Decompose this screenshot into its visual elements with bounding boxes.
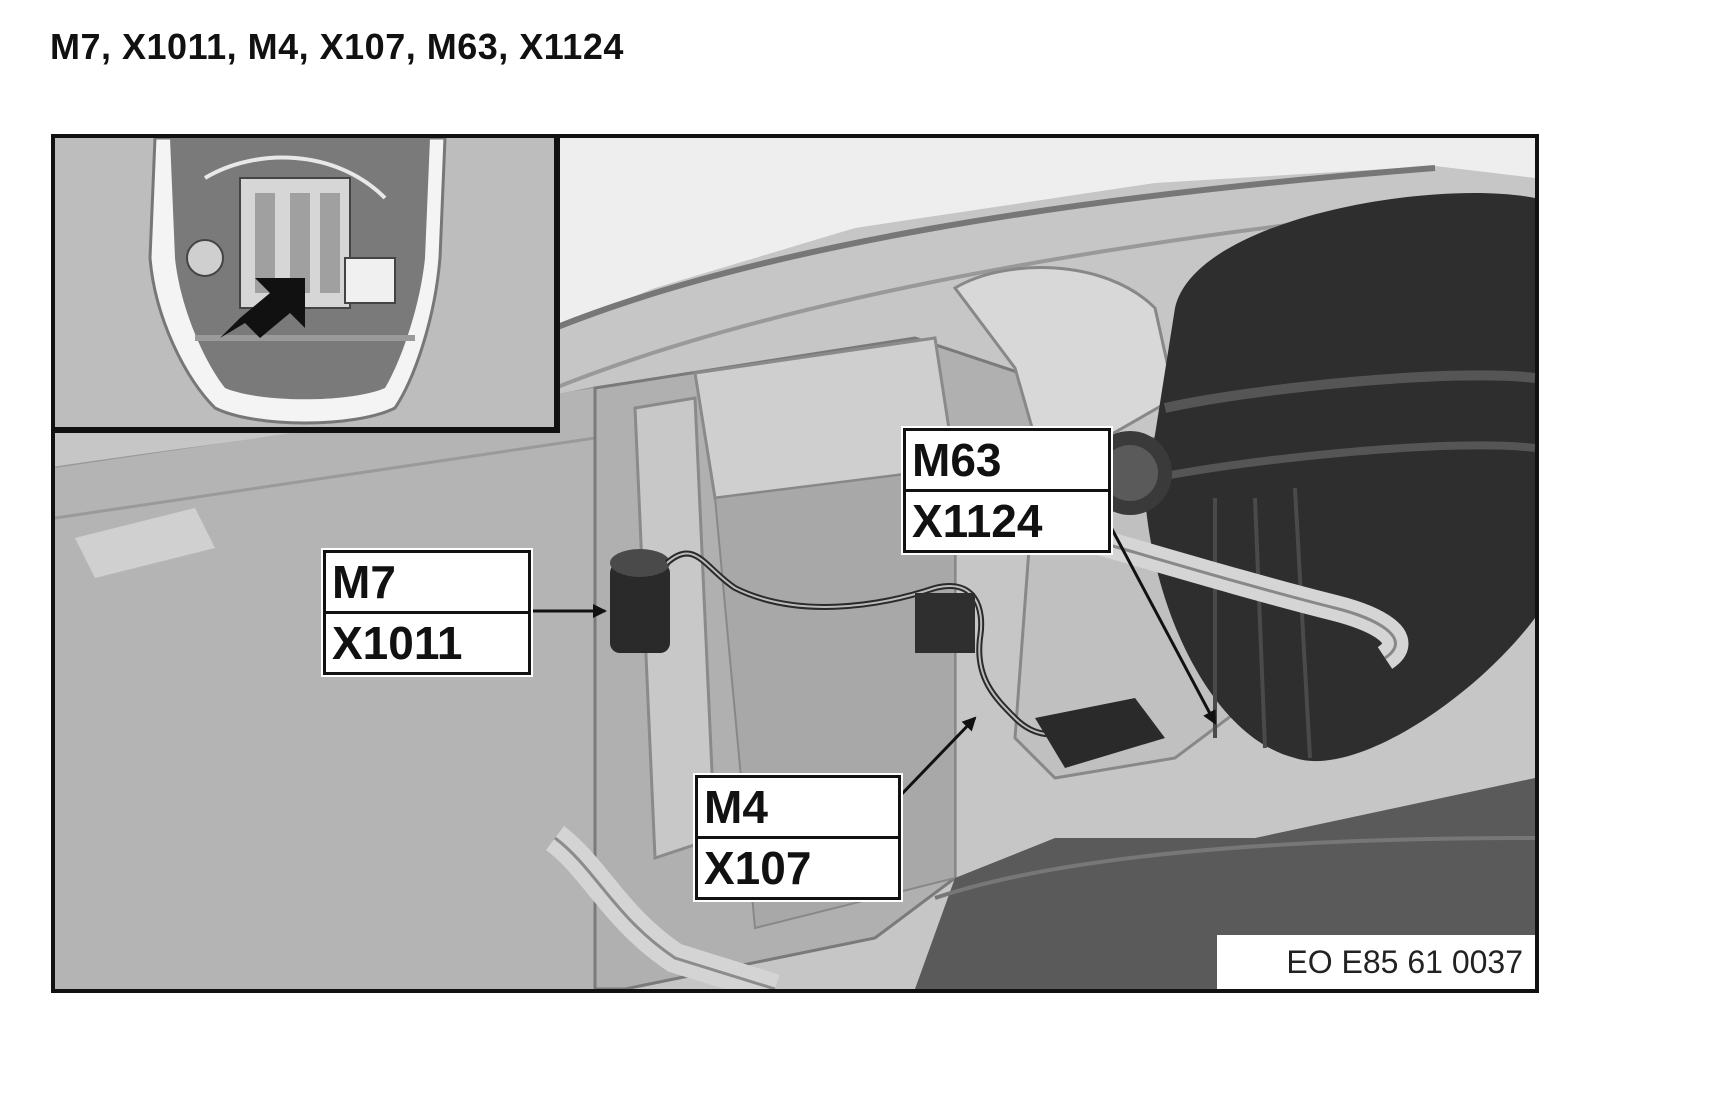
component-location-figure: M7 X1011 M63 X1124 M4 X107 EO E85 61 003… bbox=[51, 134, 1539, 993]
callout-m63-connector: X1124 bbox=[906, 489, 1108, 550]
callout-m7: M7 X1011 bbox=[323, 550, 531, 675]
figure-reference-code: EO E85 61 0037 bbox=[1217, 935, 1535, 989]
page-title: M7, X1011, M4, X107, M63, X1124 bbox=[50, 26, 624, 67]
callout-m4-connector: X107 bbox=[698, 836, 898, 897]
callout-m7-component: M7 bbox=[332, 556, 396, 608]
callout-m4: M4 X107 bbox=[695, 775, 901, 900]
locator-inset bbox=[55, 138, 560, 433]
callout-m4-component: M4 bbox=[704, 781, 768, 833]
callout-m63-component: M63 bbox=[912, 434, 1002, 486]
callout-m7-connector: X1011 bbox=[326, 611, 528, 672]
callout-m63: M63 X1124 bbox=[903, 428, 1111, 553]
location-arrow-icon bbox=[220, 278, 305, 338]
